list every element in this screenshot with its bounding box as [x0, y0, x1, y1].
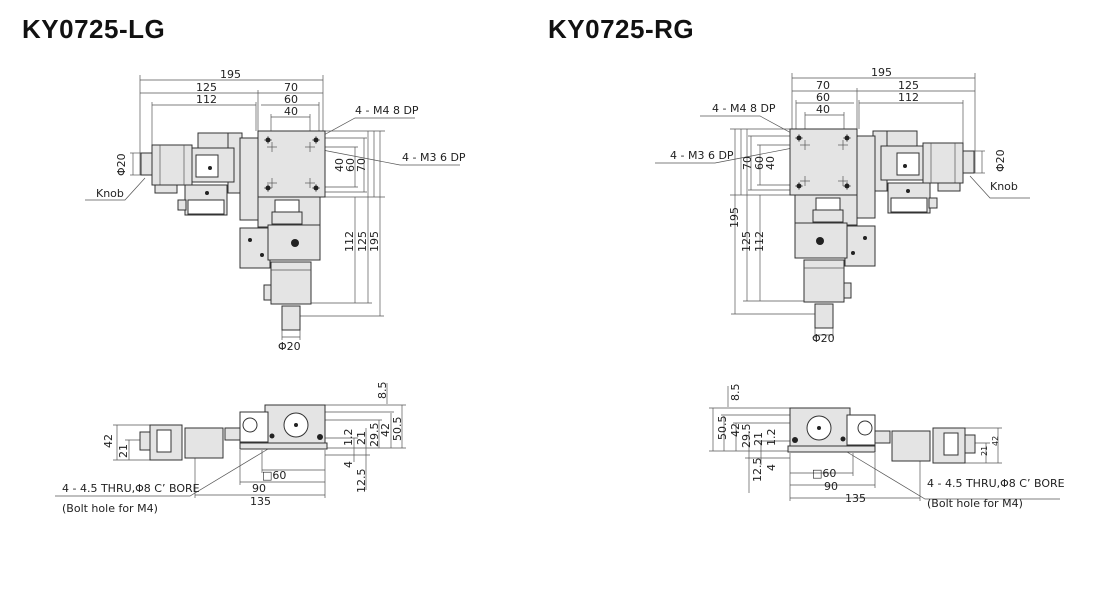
dim-40: 40: [284, 105, 298, 118]
dim-1-2: 1.2: [765, 429, 778, 447]
dim-40: 40: [816, 103, 830, 116]
callout-m3: 4 - M3 6 DP: [402, 151, 466, 164]
callout-bolt-hole: (Bolt hole for M4): [62, 502, 158, 515]
dim-42-motor: 42: [991, 436, 1000, 446]
callout-bore: 4 - 4.5 THRU,Φ8 C’ BORE: [62, 482, 200, 495]
dim-42-motor: 42: [102, 434, 115, 448]
knob-label: Knob: [96, 187, 124, 200]
left-side-labels: 8.5 50.5 42 29.5 21 1.2 4 12.5 □60 90 13…: [62, 382, 404, 516]
callout-bolt-hole: (Bolt hole for M4): [927, 497, 1023, 510]
dim-phi20-bottom: Φ20: [812, 332, 835, 345]
dim-195-vertical: 195: [368, 231, 381, 252]
dim-8-5: 8.5: [376, 382, 389, 400]
dim-square-60: □60: [262, 469, 286, 482]
title-right-model: KY0725-RG: [548, 14, 695, 44]
dim-70-vertical: 70: [741, 156, 754, 170]
dim-21-motor: 21: [117, 444, 130, 458]
dim-70: 70: [816, 79, 830, 92]
dim-125: 125: [196, 81, 217, 94]
dim-112-vertical: 112: [753, 231, 766, 252]
dim-40-vertical: 40: [764, 156, 777, 170]
dim-112: 112: [196, 93, 217, 106]
dim-4: 4: [765, 464, 778, 471]
dim-12-5: 12.5: [751, 458, 764, 483]
dim-195-vertical: 195: [728, 207, 741, 228]
dim-12-5: 12.5: [355, 469, 368, 494]
callout-m3: 4 - M3 6 DP: [670, 149, 734, 162]
dim-1-2: 1.2: [342, 429, 355, 447]
callout-m4: 4 - M4 8 DP: [355, 104, 419, 117]
dim-70: 70: [284, 81, 298, 94]
dim-112: 112: [898, 91, 919, 104]
dim-21: 21: [355, 431, 368, 445]
dim-60: 60: [816, 91, 830, 104]
dim-21: 21: [752, 432, 765, 446]
dim-90: 90: [252, 482, 266, 495]
dim-42: 42: [379, 423, 392, 437]
dim-40-vertical: 40: [333, 158, 346, 172]
dim-135: 135: [845, 492, 866, 505]
dim-125-vertical: 125: [740, 231, 753, 252]
knob-label: Knob: [990, 180, 1018, 193]
right-side-labels: 8.5 50.5 42 29.5 21 1.2 4 12.5 □60 90 13…: [716, 384, 1065, 511]
dim-4: 4: [342, 461, 355, 468]
dim-125: 125: [898, 79, 919, 92]
dim-60: 60: [284, 93, 298, 106]
dim-29-5: 29.5: [368, 423, 381, 448]
dim-50-5: 50.5: [716, 416, 729, 441]
dim-195: 195: [871, 66, 892, 79]
dim-90: 90: [824, 480, 838, 493]
dim-phi20-knob: Φ20: [115, 153, 128, 176]
dim-50-5: 50.5: [391, 417, 404, 442]
dim-8-5: 8.5: [729, 384, 742, 402]
left-top-labels: 195 125 70 112 60 40 4 - M4 8 DP 4 - M3 …: [96, 68, 466, 353]
callout-m4: 4 - M4 8 DP: [712, 102, 776, 115]
dim-phi20-knob: Φ20: [994, 149, 1007, 172]
dim-phi20-bottom: Φ20: [278, 340, 301, 353]
title-left-model: KY0725-LG: [22, 14, 166, 44]
dim-60-vertical: 60: [753, 156, 766, 170]
dim-square-60: □60: [812, 467, 836, 480]
right-top-labels: 195 70 125 60 112 40 4 - M4 8 DP 4 - M3 …: [670, 66, 1018, 345]
callout-bore: 4 - 4.5 THRU,Φ8 C’ BORE: [927, 477, 1065, 490]
dim-42: 42: [729, 423, 742, 437]
dim-112-vertical: 112: [343, 231, 356, 252]
dim-195: 195: [220, 68, 241, 81]
dim-21-motor: 21: [980, 446, 989, 456]
dim-29-5: 29.5: [740, 424, 753, 449]
dim-135: 135: [250, 495, 271, 508]
dim-60-vertical: 60: [344, 158, 357, 172]
dim-70-vertical: 70: [355, 158, 368, 172]
dim-125-vertical: 125: [356, 231, 369, 252]
